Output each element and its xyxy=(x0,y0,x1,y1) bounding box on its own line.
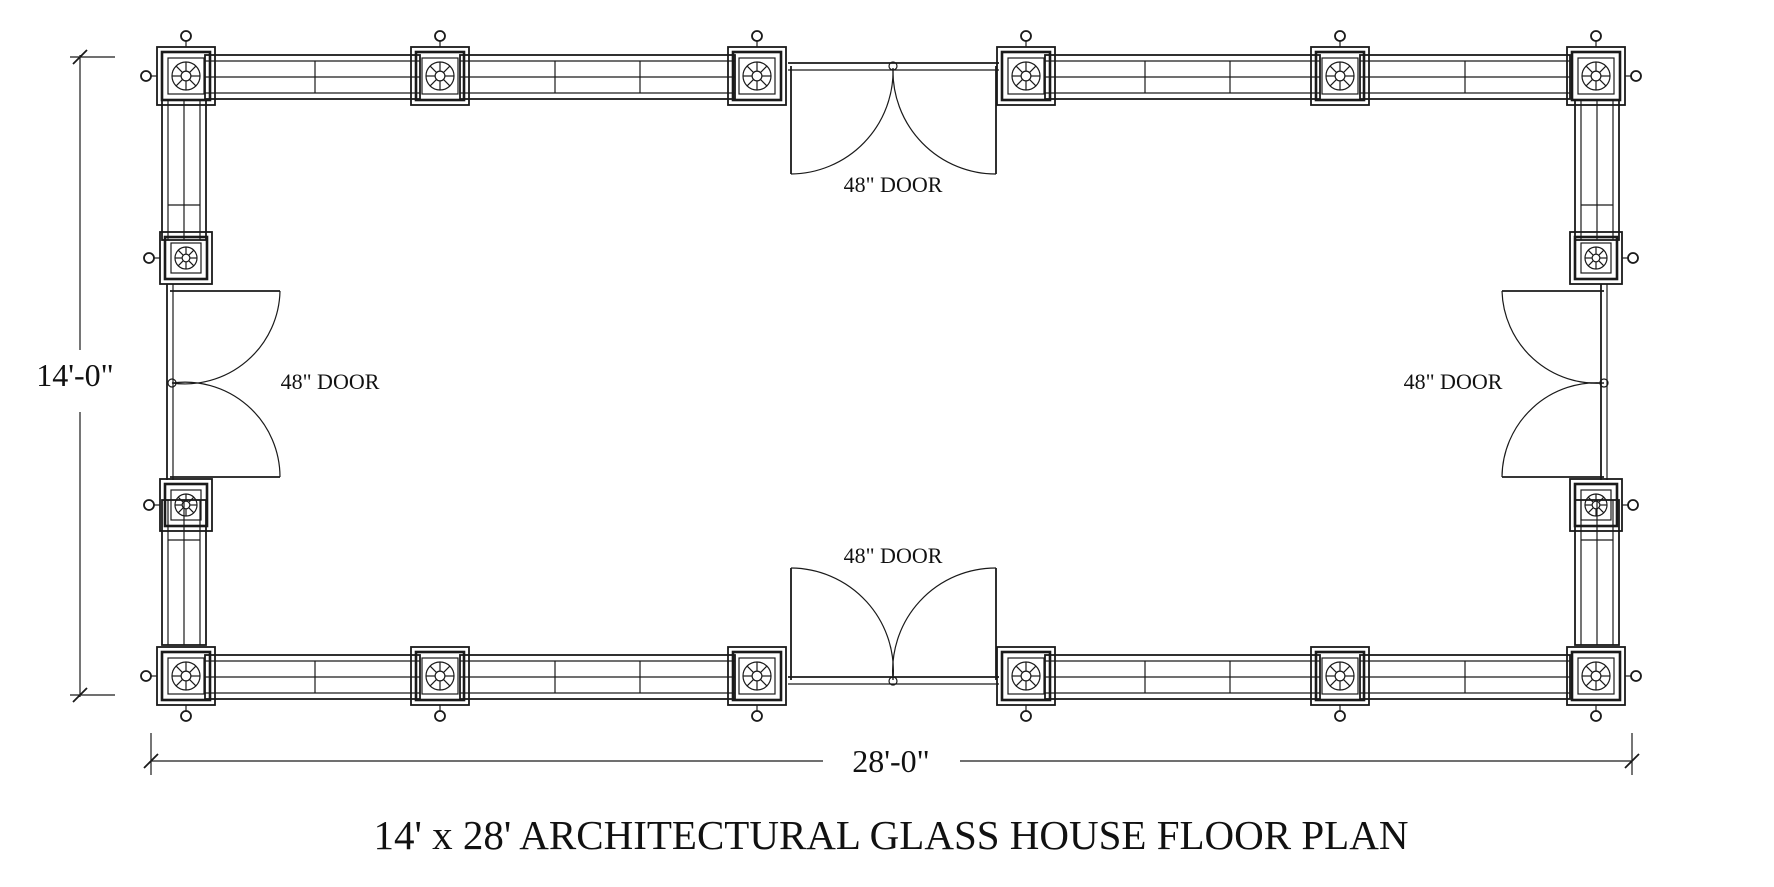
ornamental-post xyxy=(1310,646,1370,722)
ornamental-post xyxy=(410,646,470,722)
door-bottom: 48" DOOR xyxy=(788,543,999,686)
width-dimension-label: 28'-0" xyxy=(852,743,929,779)
ornamental-post xyxy=(727,30,787,106)
glass-wall-vertical xyxy=(161,499,207,646)
door-right: 48" DOOR xyxy=(1404,284,1609,480)
finial-knob xyxy=(1627,252,1639,264)
finial-knob xyxy=(180,710,192,722)
glass-wall-vertical xyxy=(161,99,207,241)
finial-knob xyxy=(1334,710,1346,722)
dimension-height: 14'-0" xyxy=(36,49,115,703)
finial-knob xyxy=(751,30,763,42)
glass-walls xyxy=(161,54,1620,700)
finial-knob xyxy=(434,30,446,42)
finial-knob xyxy=(1020,30,1032,42)
door-left: 48" DOOR xyxy=(166,284,380,480)
glass-wall-horizontal xyxy=(204,654,421,700)
ornamental-post xyxy=(140,30,216,106)
glass-wall-horizontal xyxy=(1359,654,1571,700)
door-label-top: 48" DOOR xyxy=(844,172,943,197)
glass-wall-horizontal xyxy=(459,54,736,100)
finial-knob xyxy=(1630,70,1642,82)
plan-title: 14' x 28' ARCHITECTURAL GLASS HOUSE FLOO… xyxy=(374,812,1409,858)
ornamental-post xyxy=(1566,646,1642,722)
glass-wall-horizontal xyxy=(1044,654,1321,700)
finial-knob xyxy=(1627,499,1639,511)
door-label-left: 48" DOOR xyxy=(281,369,380,394)
ornamental-post xyxy=(996,646,1056,722)
ornamental-post xyxy=(410,30,470,106)
ornamental-post xyxy=(996,30,1056,106)
ornamental-post xyxy=(1569,478,1639,532)
door-top: 48" DOOR xyxy=(788,61,999,197)
finial-knob xyxy=(751,710,763,722)
glass-wall-horizontal xyxy=(459,654,736,700)
finial-knob xyxy=(140,670,152,682)
height-dimension-label: 14'-0" xyxy=(36,357,113,393)
ornamental-post xyxy=(1569,231,1639,285)
ornamental-post xyxy=(1566,30,1642,106)
finial-knob xyxy=(143,252,155,264)
door-label-bottom: 48" DOOR xyxy=(844,543,943,568)
finial-knob xyxy=(143,499,155,511)
ornamental-post xyxy=(143,231,213,285)
ornamental-post xyxy=(140,646,216,722)
ornamental-post xyxy=(1310,30,1370,106)
door-label-right: 48" DOOR xyxy=(1404,369,1503,394)
glass-wall-vertical xyxy=(1574,499,1620,646)
finial-knob xyxy=(180,30,192,42)
ornamental-post xyxy=(143,478,213,532)
glass-wall-horizontal xyxy=(1044,54,1321,100)
finial-knob xyxy=(1630,670,1642,682)
finial-knob xyxy=(1590,710,1602,722)
glass-wall-horizontal xyxy=(1359,54,1571,100)
finial-knob xyxy=(140,70,152,82)
finial-knob xyxy=(1020,710,1032,722)
glass-wall-vertical xyxy=(1574,99,1620,241)
glass-wall-horizontal xyxy=(204,54,421,100)
finial-knob xyxy=(434,710,446,722)
dimension-width: 28'-0" xyxy=(143,733,1640,779)
finial-knob xyxy=(1590,30,1602,42)
finial-knob xyxy=(1334,30,1346,42)
ornamental-post xyxy=(727,646,787,722)
ornamental-posts xyxy=(140,30,1642,722)
